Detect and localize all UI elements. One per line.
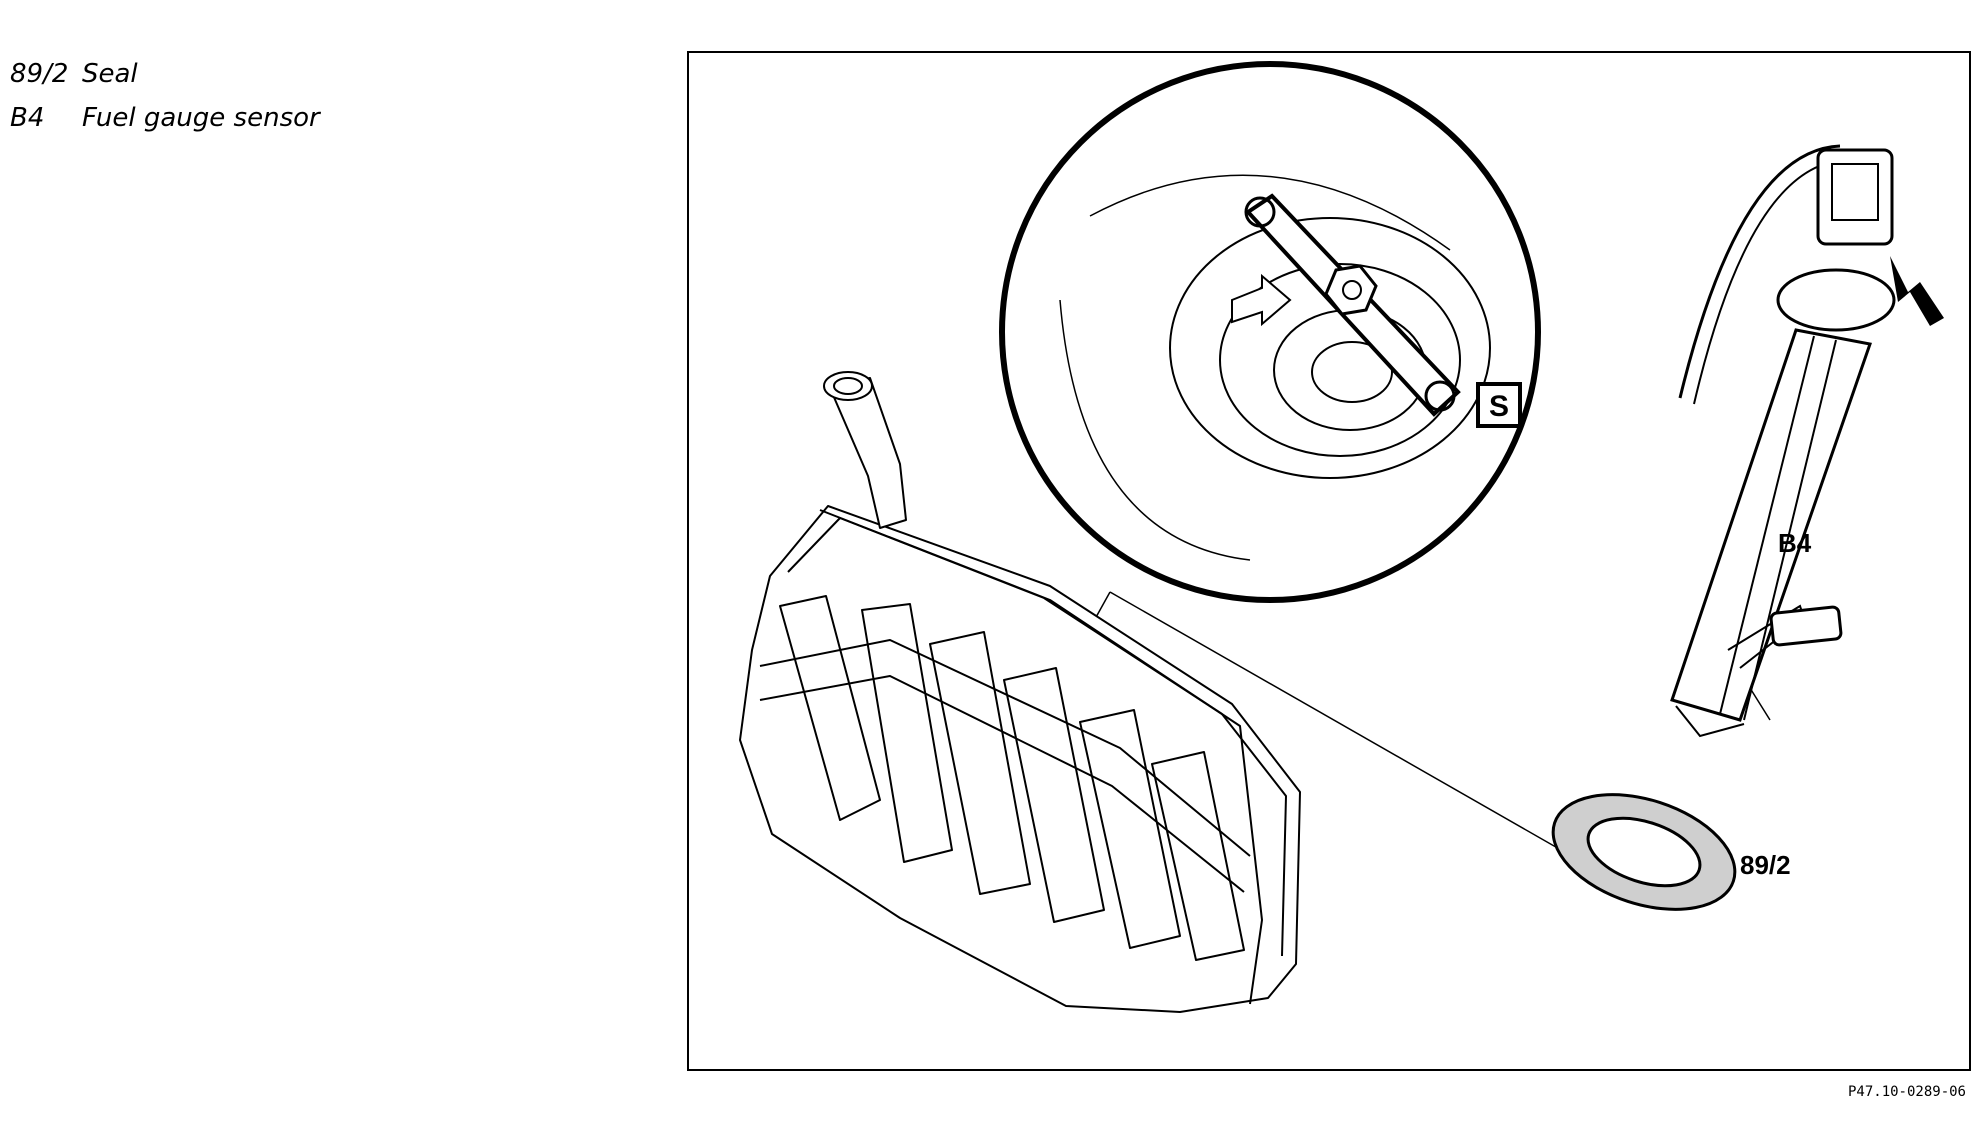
fuel-tank [739,371,1301,1013]
callout-seal: 89/2 [1740,850,1791,880]
legend-item-fuel-gauge-sensor: B4 Fuel gauge sensor [10,96,320,140]
arrow-icon [1890,256,1944,326]
legend-label: Fuel gauge sensor [82,103,320,133]
legend-code: 89/2 [10,59,69,89]
tool-symbol-label: S [1489,390,1509,423]
figure-id: P47.10-0289-06 [1848,1084,1966,1100]
tool-symbol-icon [1476,382,1522,428]
legend-label: Seal [82,59,138,89]
fuel-gauge-sensor [1670,144,1896,738]
detail-view [999,61,1541,603]
seal [1551,793,1737,911]
legend: 89/2 Seal B4 Fuel gauge sensor [10,52,320,140]
figure-frame [687,51,1971,1071]
legend-code: B4 [10,103,45,133]
legend-item-seal: 89/2 Seal [10,52,320,96]
callout-b4: B4 [1778,528,1812,558]
